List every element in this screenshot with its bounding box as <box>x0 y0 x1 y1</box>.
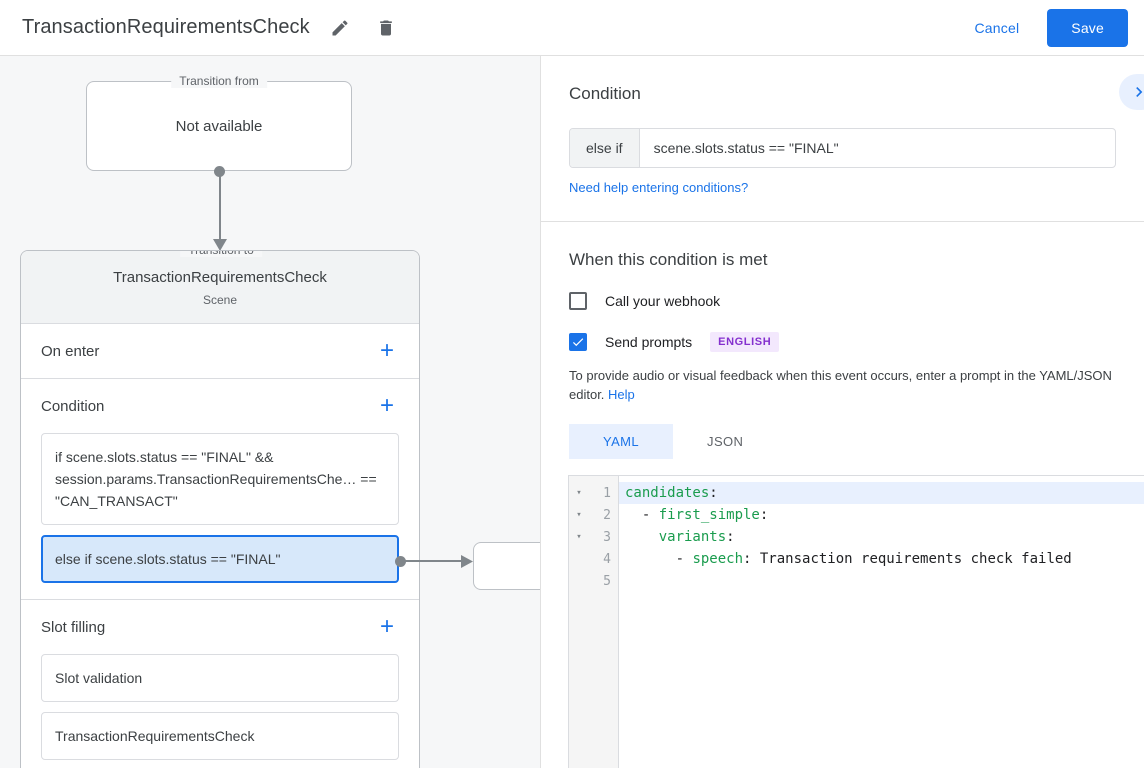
yaml-editor[interactable]: ▾1 ▾2 ▾3 4 5 candidates: - first_simple:… <box>568 475 1144 768</box>
transition-to-legend: Transition to <box>180 251 262 257</box>
scene-card: Transition to TransactionRequirementsChe… <box>20 250 420 768</box>
section-on-enter-header: On enter + <box>41 324 399 378</box>
connector-arrowhead-right <box>461 555 473 568</box>
section-slot-filling-body: Slot validation TransactionRequirementsC… <box>41 654 399 768</box>
add-condition-icon[interactable]: + <box>379 392 394 419</box>
check-icon <box>572 338 584 347</box>
send-prompts-row[interactable]: Send prompts ENGLISH <box>569 332 1116 352</box>
code-line: - first_simple: <box>619 504 1144 526</box>
save-button[interactable]: Save <box>1047 8 1128 47</box>
section-slot-filling: Slot filling + Slot validation Transacti… <box>21 600 419 768</box>
connector-line-vertical <box>219 171 221 243</box>
panel-divider <box>541 221 1144 222</box>
gutter-line: ▾1 <box>569 482 618 504</box>
editor-format-tabs: YAML JSON <box>569 424 1116 459</box>
slot-filling-list-item[interactable]: TransactionRequirementsCheck <box>41 712 399 760</box>
code-value: : <box>759 507 769 523</box>
condition-list-item-selected[interactable]: else if scene.slots.status == "FINAL" <box>41 535 399 583</box>
panel-condition-section: Condition else if scene.slots.status == … <box>541 56 1144 197</box>
line-number: 5 <box>603 573 611 589</box>
section-condition-title: Condition <box>41 397 105 415</box>
call-webhook-checkbox[interactable] <box>569 292 587 310</box>
add-slot-filling-icon[interactable]: + <box>379 613 394 640</box>
pencil-icon-svg <box>332 19 348 35</box>
add-on-enter-icon[interactable]: + <box>379 337 394 364</box>
scene-card-header: TransactionRequirementsCheck Scene <box>21 251 419 324</box>
section-slot-filling-header: Slot filling + <box>41 600 399 654</box>
condition-operator-label: else if <box>570 129 640 167</box>
transition-from-value: Not available <box>175 117 263 135</box>
pencil-icon[interactable] <box>324 12 356 44</box>
gutter-line: ▾3 <box>569 526 618 548</box>
code-line: variants: <box>619 526 1144 548</box>
code-indent: - <box>625 551 693 567</box>
code-value: : <box>726 529 735 545</box>
slot-filling-list-item[interactable]: Slot validation <box>41 654 399 702</box>
connector-arrowhead-down <box>213 239 227 251</box>
prompts-description: To provide audio or visual feedback when… <box>569 366 1116 404</box>
gutter-line: 4 <box>569 548 618 570</box>
send-prompts-checkbox[interactable] <box>569 333 587 351</box>
panel-when-met-heading: When this condition is met <box>569 250 768 269</box>
trash-icon[interactable] <box>370 12 402 44</box>
send-prompts-label: Send prompts <box>605 334 693 350</box>
condition-expression-input[interactable]: scene.slots.status == "FINAL" <box>653 140 839 156</box>
condition-help-link[interactable]: Need help entering conditions? <box>569 180 749 195</box>
editor-gutter: ▾1 ▾2 ▾3 4 5 <box>569 476 619 768</box>
gutter-line: 5 <box>569 570 618 592</box>
cancel-button[interactable]: Cancel <box>961 12 1034 44</box>
section-condition: Condition + if scene.slots.status == "FI… <box>21 379 419 600</box>
transition-from-box: Transition from Not available <box>86 74 352 171</box>
code-indent <box>625 529 659 545</box>
trash-icon-svg <box>379 20 392 35</box>
chevron-right-icon[interactable] <box>1119 74 1144 110</box>
line-number: 3 <box>603 529 611 545</box>
prompts-help-link[interactable]: Help <box>608 387 635 402</box>
code-indent: - <box>625 507 659 523</box>
tab-json[interactable]: JSON <box>707 434 744 449</box>
fold-toggle-icon[interactable]: ▾ <box>576 488 582 498</box>
transition-from-legend: Transition from <box>171 74 267 88</box>
fold-toggle-icon[interactable]: ▾ <box>576 532 582 542</box>
connector-line-horizontal <box>401 560 463 562</box>
scene-graph-canvas[interactable]: Transition from Not available Transition… <box>0 56 540 768</box>
section-slot-filling-title: Slot filling <box>41 618 106 636</box>
target-node-card[interactable] <box>473 542 540 590</box>
code-key: variants <box>658 529 727 545</box>
editor-code-area[interactable]: candidates: - first_simple: variants: - … <box>619 476 1144 768</box>
condition-input-group[interactable]: else if scene.slots.status == "FINAL" <box>569 128 1116 168</box>
section-on-enter: On enter + <box>21 324 419 379</box>
webhook-checkbox-row[interactable]: Call your webhook <box>569 292 1116 310</box>
prompts-description-text: To provide audio or visual feedback when… <box>569 368 1112 402</box>
scene-card-kind: Scene <box>202 293 238 307</box>
code-key: first_simple <box>658 507 760 523</box>
line-number: 1 <box>603 485 611 501</box>
condition-list-item[interactable]: if scene.slots.status == "FINAL" && sess… <box>41 433 399 525</box>
panel-condition-heading: Condition <box>569 84 641 103</box>
code-value: : Transaction requirements check failed <box>743 551 1072 567</box>
chevron-right-icon-svg <box>1136 87 1143 97</box>
gutter-line: ▾2 <box>569 504 618 526</box>
code-key: speech <box>692 551 744 567</box>
code-line: - speech: Transaction requirements check… <box>619 548 1144 570</box>
page-title: TransactionRequirementsCheck <box>22 16 310 38</box>
code-line <box>619 570 1144 592</box>
app-header: TransactionRequirementsCheck Cancel Save <box>0 0 1144 56</box>
line-number: 4 <box>603 551 611 567</box>
call-webhook-label: Call your webhook <box>605 293 721 309</box>
panel-when-met-section: When this condition is met Call your web… <box>541 222 1144 459</box>
fold-toggle-icon[interactable]: ▾ <box>576 510 582 520</box>
code-line: candidates: <box>619 482 1144 504</box>
code-value: : <box>709 485 718 501</box>
code-key: candidates <box>625 485 710 501</box>
tab-yaml[interactable]: YAML <box>569 424 674 459</box>
language-badge: ENGLISH <box>710 332 780 352</box>
line-number: 2 <box>603 507 611 523</box>
section-condition-body: if scene.slots.status == "FINAL" && sess… <box>41 433 399 599</box>
section-on-enter-title: On enter <box>41 342 100 360</box>
scene-card-name: TransactionRequirementsCheck <box>113 269 327 286</box>
connector-dot-condition <box>395 556 406 567</box>
section-condition-header: Condition + <box>41 379 399 433</box>
